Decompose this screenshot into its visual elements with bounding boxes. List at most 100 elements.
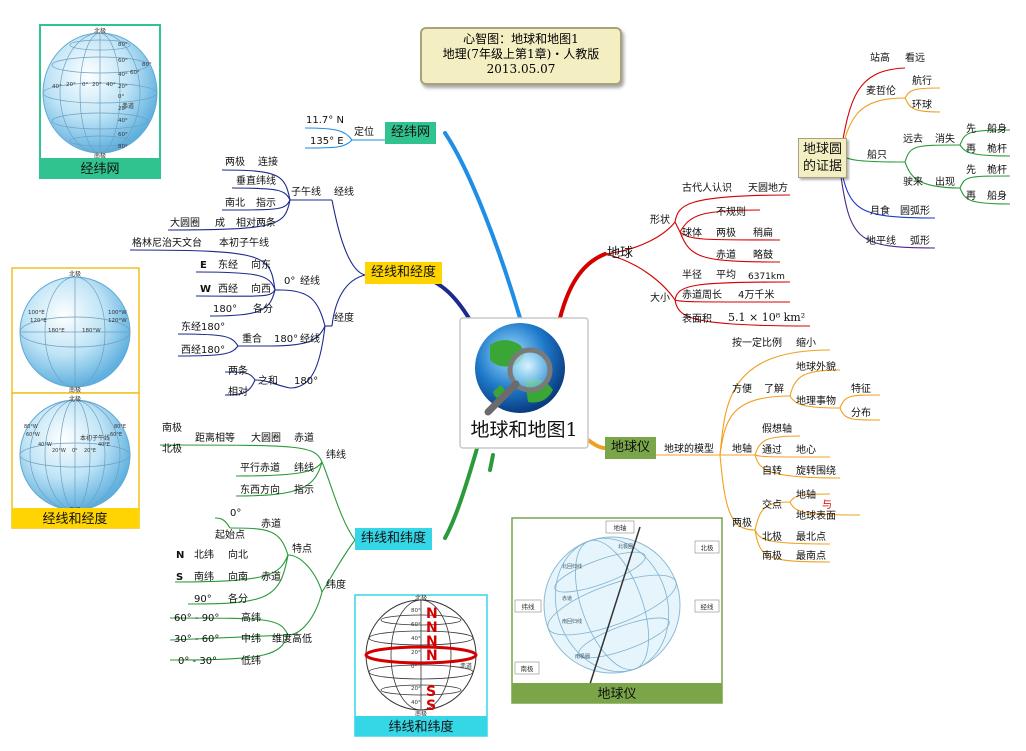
dq-daxiao: 大小 (650, 293, 670, 304)
jwgrid-dingwei: 定位 (354, 127, 374, 138)
wx-weixian: 纬线 (326, 450, 346, 461)
node-diqiuyi[interactable]: 地球仪 (605, 437, 657, 459)
wx-dongxi: 东西方向 (240, 485, 280, 496)
jxjd-benchu: 本初子午线 (80, 434, 110, 442)
dqy-dixin: 地心 (796, 445, 816, 456)
jx-sum180: 180° (294, 376, 319, 387)
wx-r2l: 中纬 (241, 634, 261, 645)
dqy-jiaodian: 交点 (762, 500, 782, 511)
dqy-zuibei: 最北点 (796, 532, 826, 543)
jx-zero-jingxian: 经线 (300, 276, 320, 287)
dqy-beiji: 北极 (762, 532, 782, 543)
jx-benchu: 本初子午线 (219, 238, 269, 249)
jx-zero-fen: 180° (213, 304, 238, 315)
dqy-dizhou2: 地轴 (796, 490, 816, 501)
dqy-nanji: 南极 (521, 664, 535, 673)
jx-W-label: 西经 (218, 284, 238, 295)
dqy-chidao: 赤道 (562, 595, 572, 602)
dqy-dizhou: 地轴 (732, 444, 752, 455)
wxwd-letter-s: S (426, 684, 436, 700)
ev-dipingxian: 地平线 (866, 236, 896, 247)
jx-ziwuxian: 子午线 (291, 187, 321, 198)
title-line-2: 地理(7年级上第1章)・人教版 (442, 47, 600, 61)
dq-tianyuan: 天圆地方 (748, 183, 788, 194)
jx-gefen: 各分 (253, 304, 273, 315)
wxwd-letter-n: N (426, 606, 438, 622)
ev-huxing: 圆弧形 (900, 206, 930, 217)
jx-ziwu-m3: 成 (215, 218, 225, 229)
jx-180: 180° (274, 334, 299, 345)
jx-ziwu-b0: 连接 (258, 157, 278, 168)
jwgrid-lat-label: 60° (118, 58, 128, 64)
ev-zhangao: 站高 (870, 53, 890, 64)
evidence-line-2: 的证据 (803, 159, 843, 174)
jwgrid-lon-label: 40° (52, 84, 62, 90)
ev-yuanqu: 远去 (903, 134, 923, 145)
wxwd-letter-n: N (426, 648, 438, 664)
jwgrid-lat-label: 80° (118, 144, 128, 150)
node-jingweiwang[interactable]: 经纬网 (385, 122, 437, 144)
jwgrid-lat-label: 60° (118, 132, 128, 138)
dqy-biaomian: 地球表面 (796, 511, 836, 522)
jxjd-lon-upper: 100°E 120°E 180°E 180°W 100°W 120°W (28, 310, 127, 334)
dqy-dizhou: 地轴 (614, 523, 628, 532)
jx-ziwu-a0: 两极 (225, 157, 245, 168)
dq-mianji: 表面积 (682, 314, 712, 325)
jwgrid-lon-label: 20° (92, 82, 102, 88)
ev-xian2: 先 (966, 165, 976, 176)
wx-r3l: 低纬 (241, 656, 261, 667)
wxwd-lat-label: 80° (411, 608, 421, 614)
wx-S-letter: S (176, 572, 184, 583)
ev-kanyuan: 看远 (905, 53, 925, 64)
node-diqiu[interactable]: 地球 (607, 246, 634, 261)
jxjd-lon-label: 0° (72, 448, 78, 454)
jwgrid-lon-labels: 40° 20° 0° 20° 40° 60° 80° (52, 62, 152, 90)
jx-180-jingxian: 经线 (300, 334, 320, 345)
ev-zai2: 再 (966, 191, 976, 202)
dq-banjing: 半径 (682, 270, 702, 281)
jxjd-lon-label: 80°W (24, 424, 38, 430)
dqy-liangji: 两极 (732, 518, 752, 529)
wx-r1: 60° - 90° (174, 613, 220, 624)
jx-W-dir: 向西 (251, 284, 271, 295)
ev-chuxian: 出现 (935, 177, 955, 188)
wx-N-label: 北纬 (194, 550, 214, 561)
wx-julixiangdeng: 距离相等 (195, 433, 235, 444)
jwgrid-lon-label: 60° (130, 70, 140, 76)
wxwd-thumbnail: 北极 南极 赤道 N N N N S S 80° 60° 40° 20° 0° … (354, 594, 488, 737)
jxjd-lon-label: 120°E (30, 318, 47, 324)
jwgrid-lat-label: 80° (118, 42, 128, 48)
dq-banjing-val: 6371km (748, 272, 785, 282)
wx-beiji: 北极 (162, 444, 182, 455)
jx-jingdu: 经度 (334, 313, 354, 324)
jwgrid-thumbnail: 北极 南极 赤道 80° 60° 40° 20° 0° 20° 40° 60° … (39, 24, 161, 179)
node-jingxian-jingdu[interactable]: 经线和经度 (365, 262, 443, 284)
wxwd-lat-label: 40° (411, 700, 421, 706)
wxwd-beiji: 北极 (415, 594, 427, 602)
dqy-beijiquan: 北极圈 (618, 543, 633, 550)
dqy-moxing: 地球的模型 (664, 444, 714, 455)
dqy-bili: 按一定比例 (732, 338, 782, 349)
jwgrid-lat-label: 20° (118, 106, 128, 112)
dq-chidao: 赤道 (716, 250, 736, 261)
node-evidence[interactable]: 地球圆 的证据 (798, 138, 848, 178)
wxwd-lat-label: 60° (411, 622, 421, 628)
wx-pingxing: 平行赤道 (240, 463, 280, 474)
jxjd-lon-label: 40°E (98, 442, 110, 448)
node-weixian-weidu[interactable]: 纬线和纬度 (355, 528, 433, 550)
dq-liangji: 两极 (716, 228, 736, 239)
center-node[interactable]: 地球和地图1 (459, 317, 589, 449)
jwgrid-nanji: 南极 (94, 152, 106, 160)
jxjd-lon-label: 100°E (28, 310, 45, 316)
jxjd-beiji: 北极 (69, 270, 81, 278)
wxwd-lat-label: 0° (411, 664, 417, 670)
jx-chonghe: 重合 (242, 334, 262, 345)
wxwd-lat-label: 20° (411, 650, 421, 656)
wx-r2: 30° - 60° (174, 634, 220, 645)
wx-S-dir: 向南 (228, 572, 248, 583)
dq-zhouchang: 赤道周长 (682, 290, 722, 301)
wx-weidu: 纬度 (326, 580, 346, 591)
wx-chidao2: 赤道 (261, 519, 281, 530)
ev-yueshi: 月食 (870, 206, 890, 217)
